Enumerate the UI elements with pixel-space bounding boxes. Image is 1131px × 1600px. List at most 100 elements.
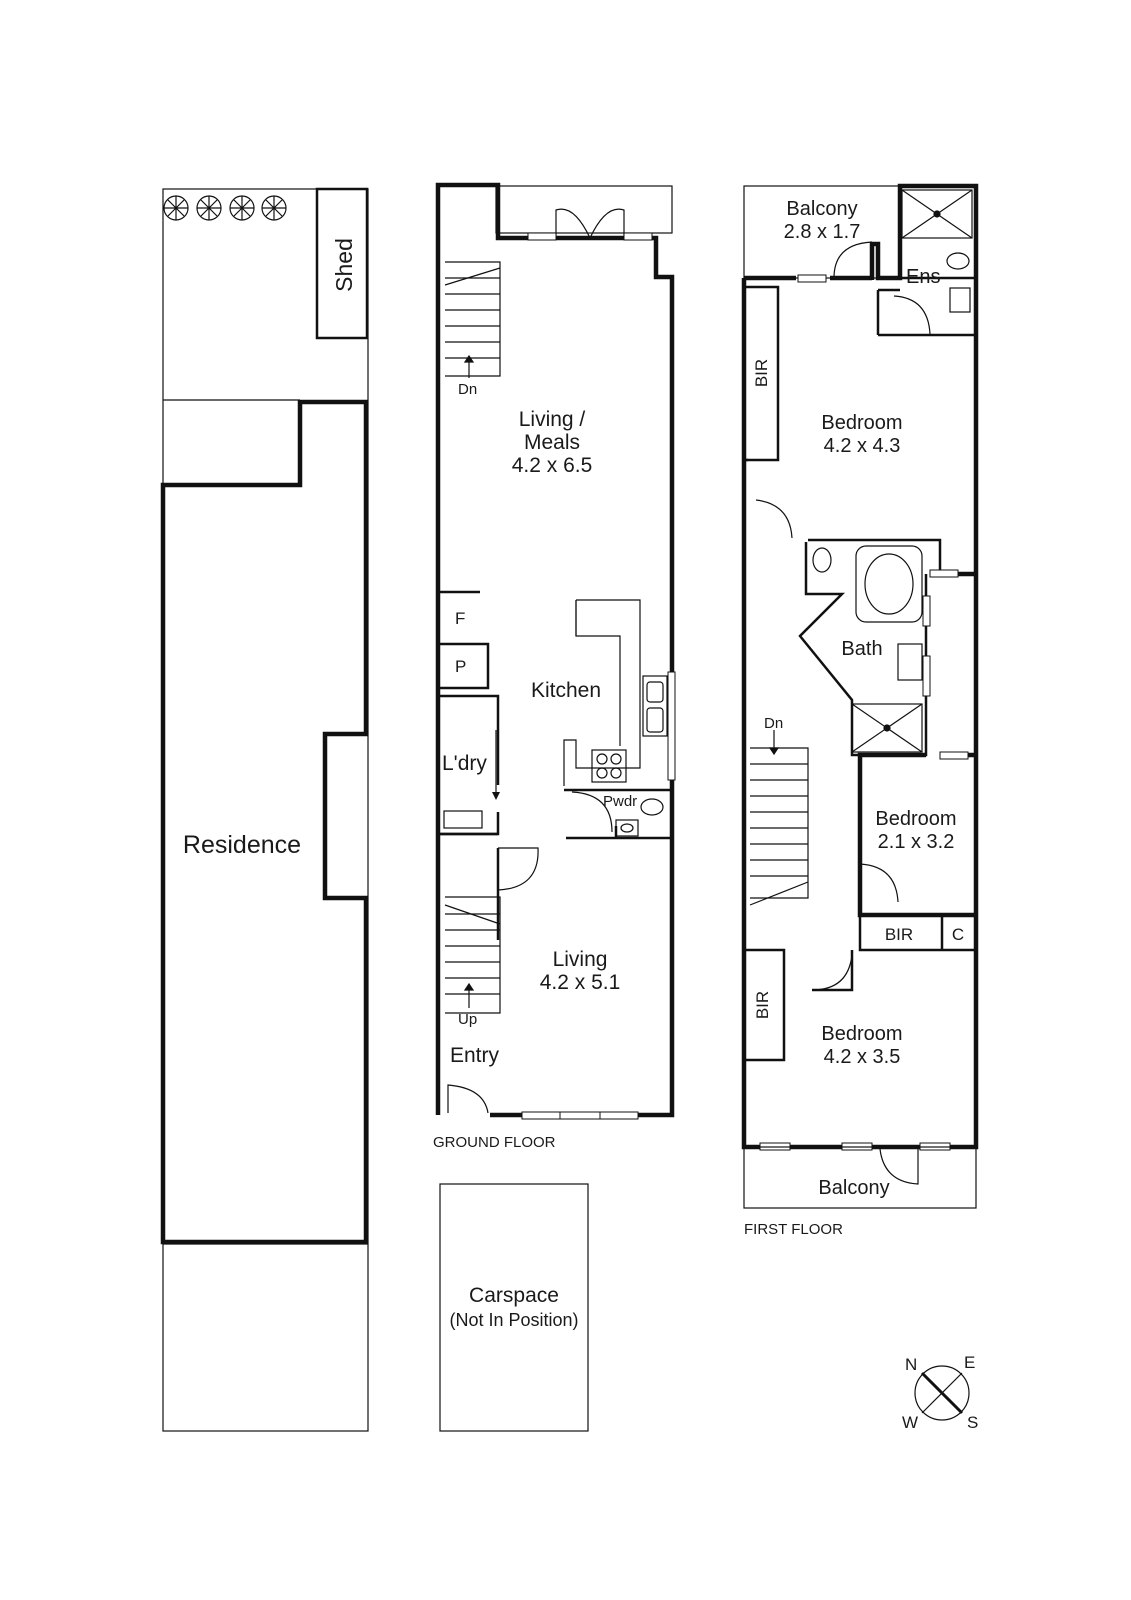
compass-w: W [902, 1413, 918, 1432]
bedroom1-door [755, 499, 793, 539]
basin-icon [615, 819, 639, 837]
window [623, 232, 653, 241]
window [939, 751, 969, 760]
shower-icon [901, 189, 973, 239]
powder-door [571, 791, 613, 833]
first-floor-plan: Balcony 2.8 x 1.7 Ens BIR Bedroom 4.2 x … [741, 183, 979, 1238]
window [667, 671, 676, 781]
tree-icon [229, 195, 255, 221]
stairs-up-label: Up [458, 1011, 477, 1028]
site-boundary [162, 188, 369, 1432]
sink-bowl [646, 681, 664, 703]
bedroom1-size: 4.2 x 4.3 [824, 435, 901, 457]
living-meals-name-1: Living / [519, 408, 586, 431]
window [527, 232, 557, 241]
stairs-down [749, 730, 809, 906]
bir-top-walls [744, 285, 780, 462]
hall-wall [438, 832, 500, 940]
carspace-note: (Not In Position) [449, 1310, 578, 1330]
window [929, 569, 959, 578]
compass-s: S [967, 1413, 978, 1432]
ensuite-label: Ens [906, 266, 940, 288]
balcony-top-size: 2.8 x 1.7 [784, 221, 861, 243]
carspace-outline [439, 1183, 589, 1432]
shed-outline [315, 187, 369, 340]
window [922, 655, 931, 697]
bedroom3-door [811, 954, 853, 991]
vanity-icon [949, 287, 971, 313]
arrow-head [492, 792, 500, 800]
balcony-door [833, 241, 873, 279]
living-meals-size: 4.2 x 6.5 [512, 454, 593, 477]
shed-label: Shed [331, 238, 357, 292]
balcony-bottom-door [879, 1148, 919, 1185]
living-size: 4.2 x 5.1 [540, 971, 621, 994]
ground-floor-plan: Dn Living / Meals 4.2 x 6.5 F P L'dry Ki… [433, 182, 676, 1151]
stairs-down [444, 261, 501, 378]
bedroom2-size: 2.1 x 3.2 [878, 831, 955, 853]
balcony-bottom-outline [743, 1146, 977, 1209]
pantry-label: P [455, 657, 466, 676]
rear-door [555, 208, 625, 239]
cupboard-label: C [952, 925, 964, 944]
window [797, 274, 827, 283]
laundry-tub [443, 810, 483, 829]
basin-bowl [620, 823, 634, 833]
ensuite-door [893, 295, 931, 335]
toilet-icon [640, 798, 664, 816]
laundry-label: L'dry [442, 752, 487, 775]
kitchen-label: Kitchen [531, 679, 601, 702]
entry-label: Entry [450, 1044, 500, 1067]
living-meals-name-2: Meals [524, 431, 580, 454]
bedroom2-door [859, 863, 899, 903]
compass-e: E [964, 1353, 975, 1372]
stairs-dn-label: Dn [764, 715, 783, 732]
fridge-label: F [455, 609, 465, 628]
toilet-icon [812, 547, 832, 573]
bir-top-label: BIR [752, 359, 771, 387]
bath-walls [798, 542, 928, 757]
toilet-icon [946, 252, 970, 270]
ground-floor-caption: GROUND FLOOR [433, 1134, 556, 1151]
bedroom1-name: Bedroom [821, 412, 902, 434]
stairs-up [444, 896, 501, 1014]
bathtub-icon [855, 545, 923, 623]
entry-door [447, 1084, 489, 1114]
ensuite-walls [876, 276, 976, 337]
residence-outline [160, 399, 369, 1245]
shower-icon [851, 703, 923, 753]
cooktop-icon [591, 749, 627, 783]
bir-mid-label: BIR [885, 925, 913, 944]
bedroom2-name: Bedroom [875, 808, 956, 830]
carspace-name: Carspace [469, 1284, 559, 1307]
compass-icon: N E W S [902, 1353, 978, 1432]
bir-mid-walls [858, 915, 976, 952]
compass-n: N [905, 1355, 917, 1374]
front-windows [521, 1111, 639, 1120]
first-floor-caption: FIRST FLOOR [744, 1221, 843, 1238]
bir-low-label: BIR [753, 991, 772, 1019]
laundry-low-wall [438, 812, 500, 836]
tree-icon [163, 195, 189, 221]
powder-label: Pwdr [603, 793, 637, 810]
carspace: Carspace (Not In Position) [439, 1183, 589, 1432]
balcony-top-name: Balcony [786, 198, 857, 220]
vanity-icon [897, 643, 923, 681]
bedroom3-name: Bedroom [821, 1023, 902, 1045]
tree-icon [196, 195, 222, 221]
bedroom3-size: 4.2 x 3.5 [824, 1046, 901, 1068]
fridge-pantry-walls [438, 590, 500, 785]
window [922, 595, 931, 627]
hall-door [497, 847, 539, 891]
residence-label: Residence [183, 831, 301, 859]
balcony-bottom-label: Balcony [818, 1177, 889, 1199]
trees [163, 195, 287, 221]
bedroom3-walls [744, 948, 854, 1062]
sink-icon [642, 675, 668, 737]
living-name: Living [553, 948, 608, 971]
sink-bowl [646, 707, 664, 733]
tree-icon [261, 195, 287, 221]
stairs-dn-label: Dn [458, 381, 477, 398]
bedroom1-bottom-wall [744, 458, 942, 574]
